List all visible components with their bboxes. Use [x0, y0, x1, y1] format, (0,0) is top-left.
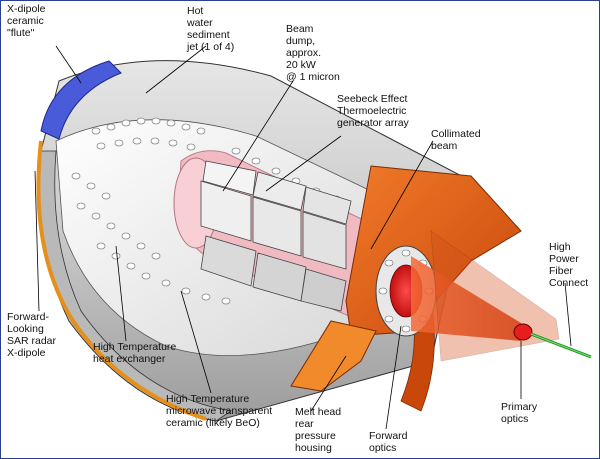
leader-lines: [34, 45, 572, 430]
label-microwave-ceramic: High Temperature microwave transparent c…: [166, 393, 273, 429]
label-heat-exchanger: High Temperature heat exchanger: [93, 341, 177, 365]
sar-dipole-tube: [36, 140, 207, 421]
nose-cone: [430, 230, 560, 362]
fiber-cable-highlight: [530, 333, 592, 358]
label-sar-radar: Forward- Looking SAR radar X-dipole: [7, 311, 57, 359]
ceramic-flute: [40, 60, 122, 140]
label-seebeck: Seebeck Effect Thermoelectric generator …: [337, 93, 409, 129]
label-forward-optics: Forward optics: [369, 430, 408, 454]
label-primary-optics: Primary optics: [501, 401, 538, 425]
collimated-beam-cone: [411, 256, 521, 341]
label-collimated-beam: Collimated beam: [431, 128, 481, 152]
label-beam-dump: Beam dump, approx. 20 kW @ 1 micron: [286, 23, 340, 83]
label-x-dipole-flute: X-dipole ceramic "flute": [7, 3, 46, 39]
label-fiber-connect: High Power Fiber Connect: [549, 241, 589, 289]
label-hot-water-jet: Hot water sediment jet (1 of 4): [187, 5, 235, 53]
label-melt-head-housing: Melt head rear pressure housing: [295, 406, 342, 454]
primary-optics: [513, 323, 533, 341]
seebeck-array: [200, 160, 352, 312]
